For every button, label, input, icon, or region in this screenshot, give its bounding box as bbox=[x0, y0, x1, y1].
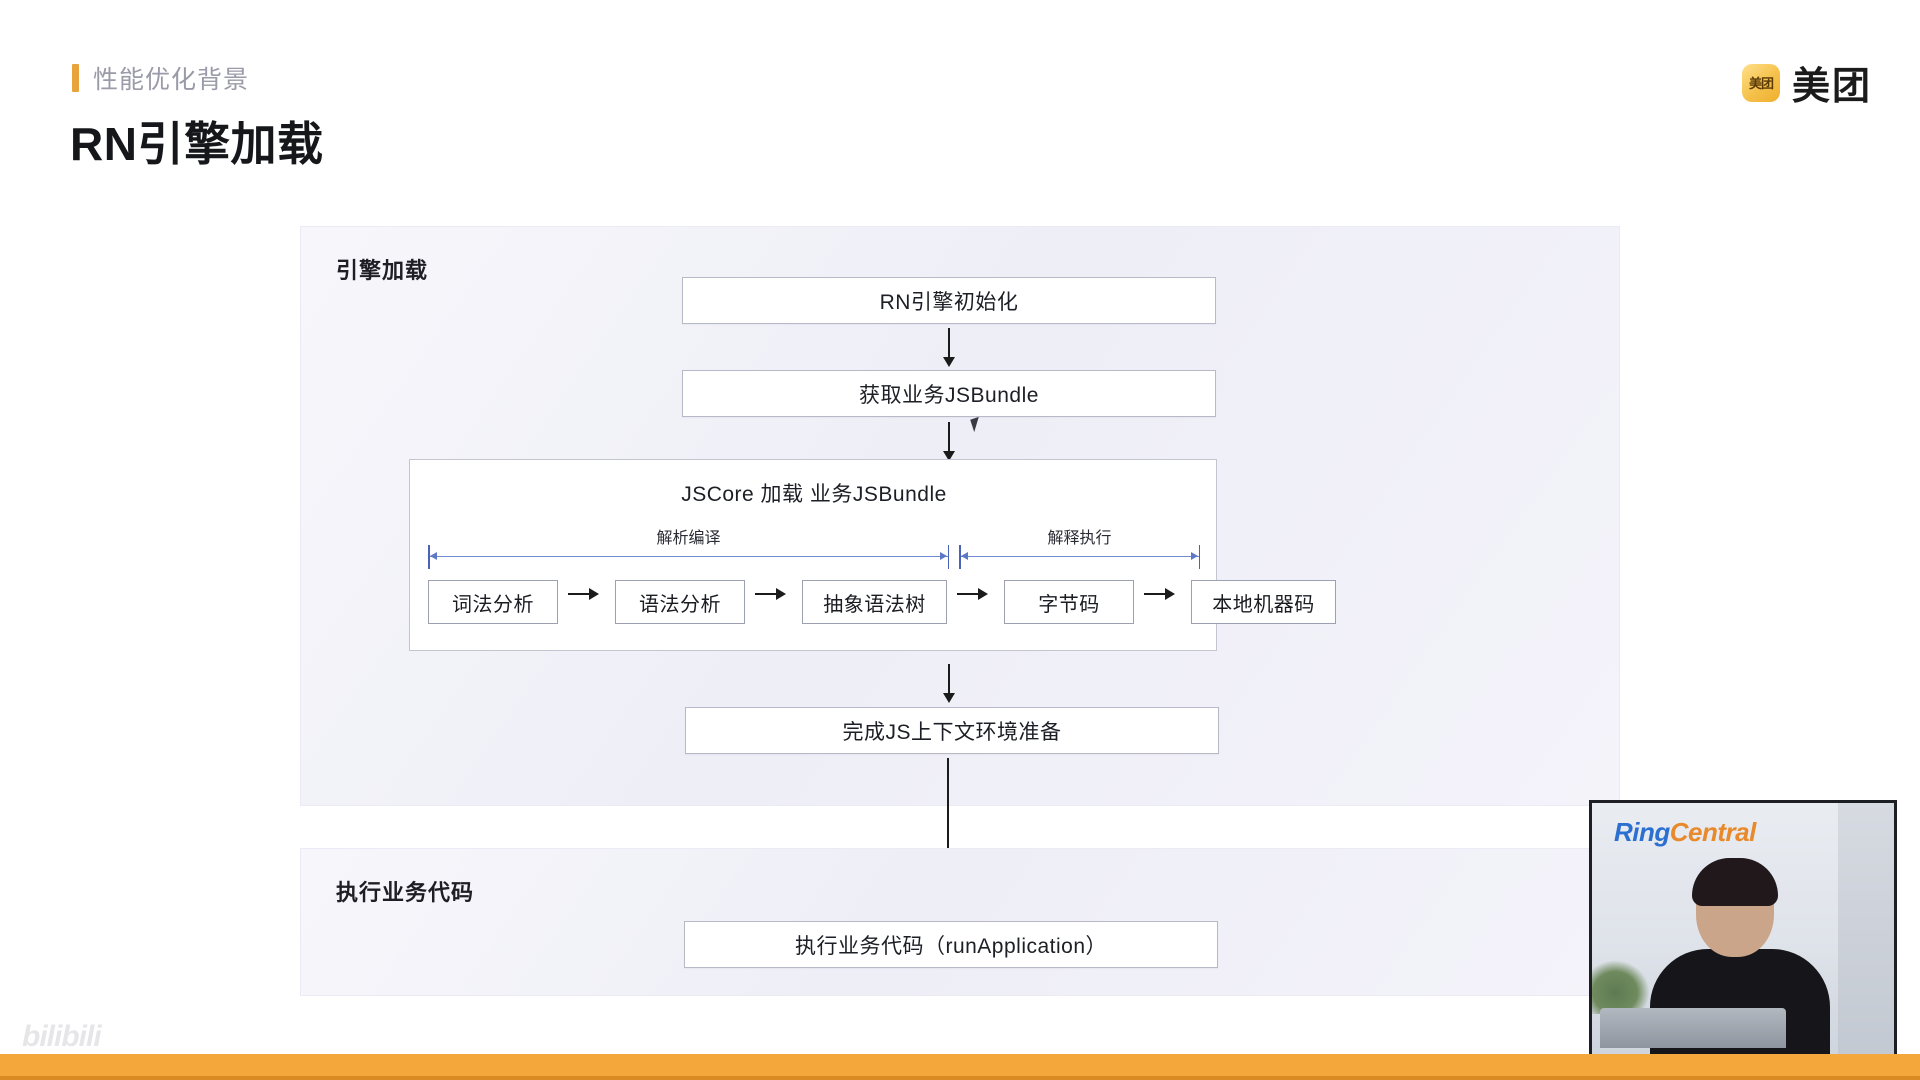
slide-header: 性能优化背景 RN引擎加载 美团 美团 bbox=[0, 0, 1920, 200]
laptop bbox=[1600, 1008, 1786, 1048]
pipeline-step-syntax: 语法分析 bbox=[615, 580, 745, 624]
ringcentral-logo-part2: Central bbox=[1669, 817, 1757, 847]
eyebrow-label: 性能优化背景 bbox=[93, 66, 250, 94]
phase-span-interpret-execute: 解释执行 bbox=[959, 524, 1200, 569]
flow-box-run-application: 执行业务代码（runApplication） bbox=[684, 921, 1218, 968]
section-engine-loading: 引擎加载 RN引擎初始化 获取业务JSBundle JSCore 加载 业务JS… bbox=[300, 226, 1620, 806]
arrow-left-icon bbox=[430, 552, 437, 560]
arrow-right-icon bbox=[1144, 588, 1175, 600]
page-title: RN引擎加载 bbox=[70, 118, 324, 170]
meituan-logo-icon: 美团 bbox=[1741, 63, 1780, 102]
section-execute-business-code: 执行业务代码 执行业务代码（runApplication） bbox=[300, 848, 1620, 996]
ringcentral-logo-part1: Ring bbox=[1614, 817, 1670, 847]
arrow-right-icon bbox=[957, 588, 988, 600]
speaker-video-pip[interactable]: RingCentral bbox=[1589, 800, 1897, 1054]
brand-name: 美团 bbox=[1791, 66, 1872, 108]
pipeline-step-bytecode: 字节码 bbox=[1004, 580, 1134, 624]
section-label-engine-loading: 引擎加载 bbox=[336, 258, 429, 283]
phase-line bbox=[959, 556, 1200, 557]
pipeline-step-lexical: 词法分析 bbox=[428, 580, 558, 624]
plant-decor bbox=[1592, 960, 1650, 1014]
phase-end-cap-left bbox=[959, 545, 961, 569]
flow-box-get-jsbundle: 获取业务JSBundle bbox=[682, 370, 1216, 417]
brand-logo: 美团 美团 bbox=[1741, 55, 1872, 110]
arrow-right-icon bbox=[755, 588, 786, 600]
flow-box-rn-init: RN引擎初始化 bbox=[682, 277, 1216, 324]
arrow-down-icon bbox=[943, 328, 955, 367]
eyebrow-accent-bar bbox=[72, 64, 79, 92]
section-eyebrow: 性能优化背景 bbox=[72, 60, 249, 96]
pipeline-step-machine-code: 本地机器码 bbox=[1191, 580, 1336, 624]
arrow-down-icon bbox=[943, 664, 955, 703]
phase-label-interpret-execute: 解释执行 bbox=[1047, 530, 1112, 547]
ringcentral-logo: RingCentral bbox=[1614, 817, 1756, 848]
arrow-right-icon bbox=[940, 552, 947, 560]
arrow-right-icon bbox=[568, 588, 599, 600]
phase-label-parse-compile: 解析编译 bbox=[656, 530, 721, 547]
arrow-down-icon bbox=[943, 422, 955, 461]
phase-line bbox=[428, 556, 949, 557]
phase-span-parse-compile: 解析编译 bbox=[428, 524, 949, 569]
jscore-title: JSCore 加载 业务JSBundle bbox=[681, 483, 947, 506]
pip-wall bbox=[1838, 803, 1894, 1054]
video-progress-bar[interactable] bbox=[0, 1054, 1920, 1080]
arrow-left-icon bbox=[961, 552, 968, 560]
phase-end-cap-left bbox=[428, 545, 430, 569]
pipeline-step-ast: 抽象语法树 bbox=[802, 580, 947, 624]
section-label-execute-business-code: 执行业务代码 bbox=[336, 880, 475, 905]
bilibili-watermark: bilibili bbox=[22, 1020, 102, 1053]
flow-diagram: 引擎加载 RN引擎初始化 获取业务JSBundle JSCore 加载 业务JS… bbox=[300, 226, 1620, 996]
speaker-hair bbox=[1692, 858, 1778, 906]
jscore-container: JSCore 加载 业务JSBundle 解析编译 解释执行 词法分析 bbox=[409, 459, 1336, 651]
arrow-right-icon bbox=[1191, 552, 1198, 560]
phase-end-cap-right bbox=[947, 545, 949, 569]
phase-end-cap-right bbox=[1198, 545, 1200, 569]
flow-box-js-context-ready: 完成JS上下文环境准备 bbox=[685, 707, 1219, 754]
